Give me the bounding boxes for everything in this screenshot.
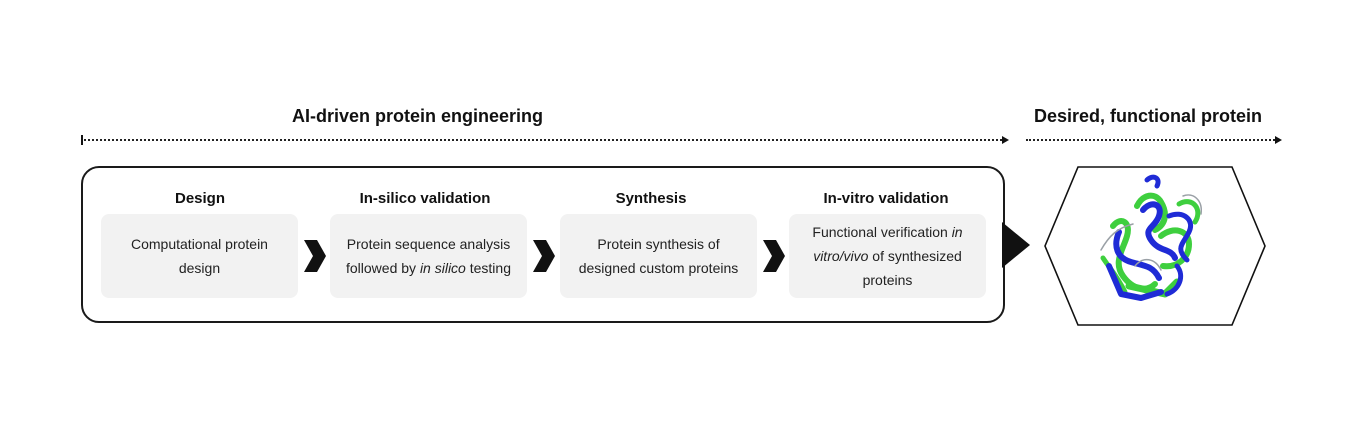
step-title-synthesis: Synthesis — [615, 190, 687, 207]
step-desc-part: of synthesized proteins — [862, 248, 962, 288]
step-desc-in-vitro: Functional verification in vitro/vivo of… — [797, 220, 978, 292]
result-dotted-line — [1026, 139, 1275, 141]
step-box-synthesis: Protein synthesis of designed custom pro… — [560, 214, 757, 298]
timeline-start-tick — [81, 135, 83, 145]
step-desc-part: in silico — [419, 260, 466, 276]
step-title-design: Design — [174, 190, 225, 207]
step-desc-part: testing — [465, 260, 511, 276]
protein-structure-icon — [1100, 174, 1202, 301]
result-heading: Desired, functional protein — [1034, 106, 1263, 126]
chevron-arrow-icon — [533, 240, 555, 272]
step-desc-design: Computational protein design — [109, 232, 290, 280]
chevron-arrow-icon — [304, 240, 326, 272]
timeline-dotted-line — [84, 139, 1002, 141]
step-box-design: Computational protein design — [101, 214, 298, 298]
result-arrowhead-icon — [1275, 136, 1282, 144]
output-arrow-icon — [1002, 222, 1030, 268]
chevron-arrow-icon — [763, 240, 785, 272]
step-title-in-silico: In-silico validation — [359, 190, 491, 207]
step-desc-synthesis: Protein synthesis of designed custom pro… — [568, 232, 749, 280]
result-hexagon — [1043, 166, 1267, 326]
step-desc-part: Protein synthesis of designed custom pro… — [578, 236, 739, 276]
pipeline-heading: AI-driven protein engineering — [292, 106, 544, 126]
step-desc-in-silico: Protein sequence analysis followed by in… — [338, 232, 519, 280]
step-desc-part: Functional verification — [812, 224, 952, 240]
step-desc-part: in vitro/vivo — [813, 224, 963, 264]
timeline-arrowhead-icon — [1002, 136, 1009, 144]
step-desc-part: Protein sequence analysis followed by — [346, 236, 511, 276]
step-box-in-vitro: Functional verification in vitro/vivo of… — [789, 214, 986, 298]
step-desc-part: Computational protein design — [131, 236, 268, 276]
step-box-in-silico: Protein sequence analysis followed by in… — [330, 214, 527, 298]
step-title-in-vitro: In-vitro validation — [823, 190, 949, 207]
